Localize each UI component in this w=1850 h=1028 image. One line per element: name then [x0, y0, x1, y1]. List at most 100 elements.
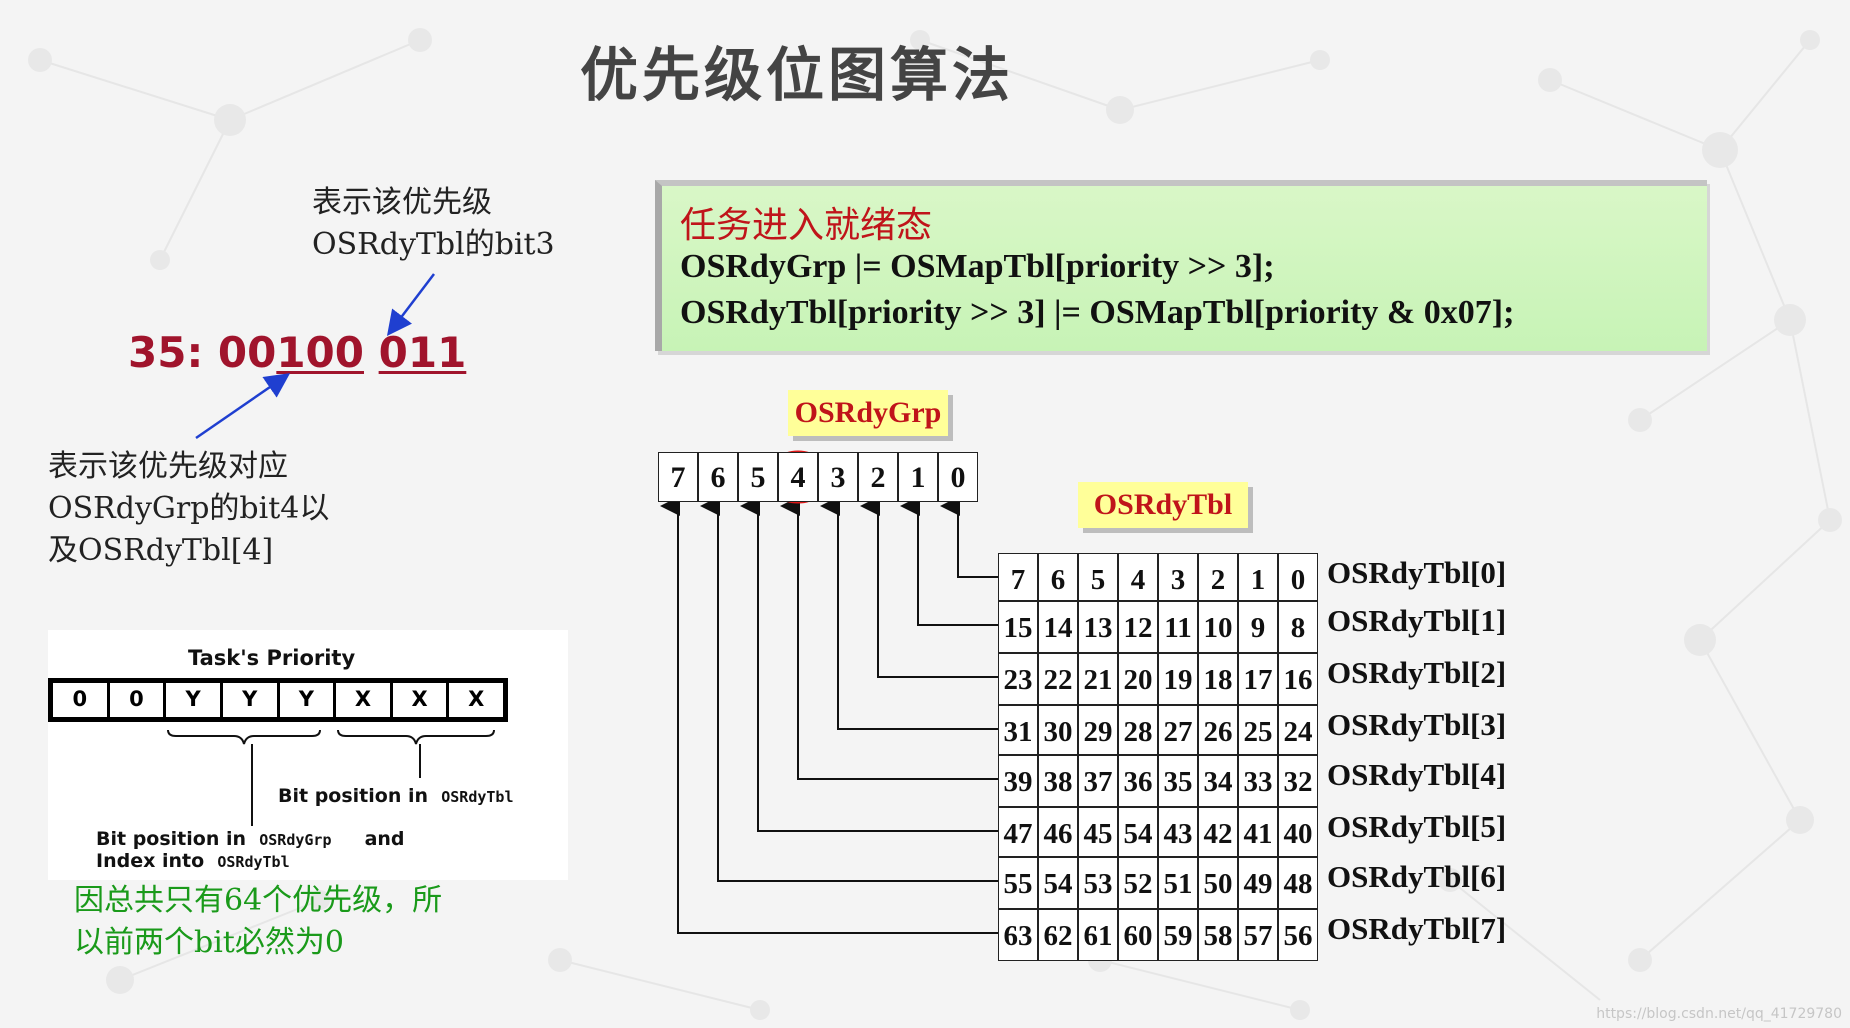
annotation-bit4-line2: OSRdyGrp的bit4以 [48, 491, 330, 526]
osrdytbl-cell: 38 [1038, 755, 1078, 807]
group-to-table-connectors [660, 496, 998, 934]
osrdytbl-cell: 24 [1278, 705, 1318, 755]
note-line1: 因总共只有64个优先级，所 [74, 883, 443, 918]
watermark: https://blog.csdn.net/qq_41729780 [1596, 1006, 1842, 1022]
osrdytbl-row-label: OSRdyTbl[5] [1327, 809, 1507, 844]
osrdytbl-row-label: OSRdyTbl[4] [1327, 757, 1507, 792]
osrdygrp-bit-cell: 3 [818, 452, 858, 502]
osrdytbl-cell: 5 [1078, 553, 1118, 601]
osrdytbl-cell: 32 [1278, 755, 1318, 807]
annotation-bit3-line1: 表示该优先级 [312, 185, 492, 220]
page-title: 优先级位图算法 [580, 41, 1015, 109]
osrdytbl-cell: 41 [1238, 807, 1278, 857]
connector-line [860, 496, 998, 678]
osrdytbl-cell: 52 [1118, 857, 1158, 909]
osrdytbl-cell: 35 [1158, 755, 1198, 807]
osrdytbl-row-label: OSRdyTbl[6] [1327, 859, 1507, 894]
task-priority-bit: X [336, 683, 393, 717]
osrdytbl-cell: 61 [1078, 909, 1118, 961]
bitpos-grp-label: Bit position in OSRdyGrp and [96, 828, 405, 850]
osrdytbl-cell: 6 [1038, 553, 1078, 601]
osrdytbl-cell: 54 [1038, 857, 1078, 909]
note-64-priorities: 因总共只有64个优先级，所 以前两个bit必然为0 [74, 880, 442, 964]
connector-line [740, 496, 998, 832]
osrdytbl-cell: 13 [1078, 601, 1118, 653]
osrdytbl-cell: 25 [1238, 705, 1278, 755]
osrdytbl-row-label: OSRdyTbl[3] [1327, 707, 1507, 742]
connector-line [780, 496, 998, 780]
connector-line [820, 496, 998, 730]
bitpos-tbl-label: Bit position in OSRdyTbl [278, 785, 514, 807]
osrdytbl-cell: 45 [1078, 807, 1118, 857]
osrdygrp-bit-cell: 5 [738, 452, 778, 502]
osrdytbl-cell: 51 [1158, 857, 1198, 909]
osrdytbl-cell: 18 [1198, 653, 1238, 705]
code-line-1: OSRdyGrp |= OSMapTbl[priority >> 3]; [680, 248, 1275, 285]
osrdygrp-bit-cell: 1 [898, 452, 938, 502]
osrdytbl-cell: 21 [1078, 653, 1118, 705]
osrdytbl-cell: 8 [1278, 601, 1318, 653]
osrdytbl-cell: 48 [1278, 857, 1318, 909]
osrdytbl-cell: 56 [1278, 909, 1318, 961]
osrdytbl-cell: 40 [1278, 807, 1318, 857]
priority-high-bits: 00 [217, 328, 277, 377]
osrdytbl-cell: 53 [1078, 857, 1118, 909]
code-heading: 任务进入就绪态 [680, 205, 933, 246]
osrdytbl-cell: 28 [1118, 705, 1158, 755]
osrdytbl-cell: 17 [1238, 653, 1278, 705]
osrdygrp-bit-cell: 4 [778, 452, 818, 502]
task-priority-braces [167, 729, 495, 826]
osrdytbl-cell: 31 [998, 705, 1038, 755]
osrdytbl-cell: 55 [998, 857, 1038, 909]
osrdytbl-tag: OSRdyTbl [1078, 482, 1248, 528]
osrdytbl-cell: 42 [1198, 807, 1238, 857]
task-priority-bit: 0 [53, 683, 110, 717]
osrdytbl-cell: 3 [1158, 553, 1198, 601]
osrdytbl-row-label: OSRdyTbl[0] [1327, 555, 1507, 590]
osrdytbl-cell: 63 [998, 909, 1038, 961]
osrdytbl-cell: 19 [1158, 653, 1198, 705]
arrow-to-bit4 [195, 373, 291, 440]
priority-low-bits: 011 [378, 328, 467, 377]
osrdytbl-cell: 50 [1198, 857, 1238, 909]
annotation-bit3: 表示该优先级 OSRdyTbl的bit3 [312, 182, 555, 266]
osrdytbl-cell: 37 [1078, 755, 1118, 807]
osrdygrp-bit-cell: 7 [658, 452, 698, 502]
osrdygrp-bit-cell: 0 [938, 452, 978, 502]
connector-line [940, 496, 998, 578]
osrdytbl-cell: 12 [1118, 601, 1158, 653]
index-into-label: Index into OSRdyTbl [96, 850, 290, 872]
osrdytbl-cell: 23 [998, 653, 1038, 705]
task-priority-bit: Y [223, 683, 280, 717]
osrdytbl-cell: 54 [1118, 807, 1158, 857]
priority-prefix: 35: [128, 328, 204, 377]
osrdytbl-cell: 2 [1198, 553, 1238, 601]
osrdytbl-cell: 47 [998, 807, 1038, 857]
osrdytbl-cell: 11 [1158, 601, 1198, 653]
osrdytbl-cell: 0 [1278, 553, 1318, 601]
osrdytbl-cell: 62 [1038, 909, 1078, 961]
task-priority-bit: 0 [110, 683, 167, 717]
osrdytbl-cell: 36 [1118, 755, 1158, 807]
osrdygrp-bit-cell: 6 [698, 452, 738, 502]
task-priority-bit: Y [166, 683, 223, 717]
osrdytbl-cell: 46 [1038, 807, 1078, 857]
annotation-bit4-line3: 及OSRdyTbl[4] [48, 533, 274, 568]
osrdytbl-cell: 7 [998, 553, 1038, 601]
osrdytbl-cell: 30 [1038, 705, 1078, 755]
connector-line [700, 496, 998, 882]
task-priority-bit: Y [280, 683, 337, 717]
task-priority-title: Task's Priority [188, 646, 356, 670]
osrdytbl-cell: 4 [1118, 553, 1158, 601]
osrdygrp-bit-cell: 2 [858, 452, 898, 502]
osrdytbl-cell: 33 [1238, 755, 1278, 807]
note-line2: 以前两个bit必然为0 [74, 925, 344, 960]
connector-line [660, 496, 998, 934]
osrdytbl-cell: 59 [1158, 909, 1198, 961]
osrdytbl-cell: 60 [1118, 909, 1158, 961]
connector-line [900, 496, 998, 626]
osrdytbl-cell: 16 [1278, 653, 1318, 705]
task-priority-bit: X [393, 683, 450, 717]
annotation-bit4-line1: 表示该优先级对应 [48, 449, 288, 484]
osrdytbl-cell: 49 [1238, 857, 1278, 909]
